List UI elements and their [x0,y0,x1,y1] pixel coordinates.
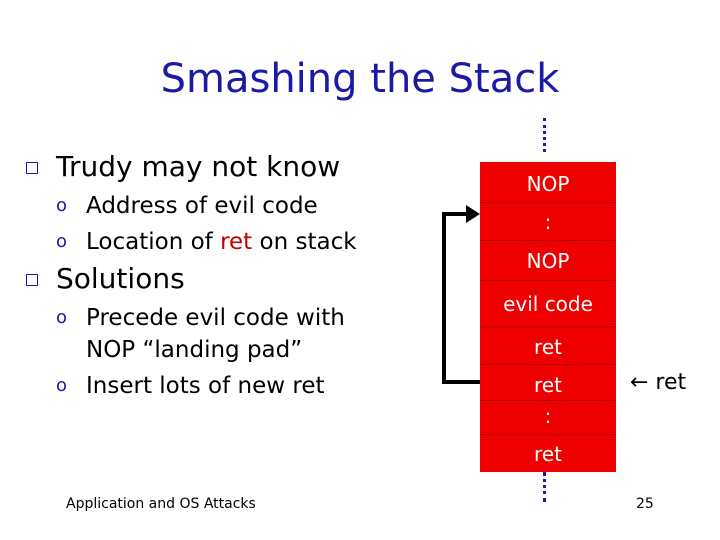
circle-bullet-icon: o [56,375,68,396]
square-bullet-icon [26,162,38,174]
stack-cell-nop: NOP [526,172,570,196]
sub-bullet-insert: o Insert lots of new ret [26,370,446,402]
stack-bottom-dots [543,472,546,502]
arrowhead-icon [466,205,480,223]
stack-diagram: NOP : NOP evil code ret ret : ret [480,162,616,472]
stack-cell-ret: ret [480,364,616,400]
stack-cell-dots: : [480,202,616,240]
circle-bullet-icon: o [56,195,68,216]
bullet-list: Trudy may not know o Address of evil cod… [26,150,446,406]
stack-cell-dots: : [480,400,616,434]
sub-bullet-location: o Location of ret on stack [26,226,446,258]
stack-cell-ret: ret [480,434,616,472]
bullet-trudy: Trudy may not know [26,150,446,184]
footer-text: Application and OS Attacks [66,496,256,512]
arrow-segment [442,212,446,384]
stack-cell-evil-code: evil code [480,280,616,326]
square-bullet-icon [26,274,38,286]
arrow-segment [442,380,480,384]
bullet-solutions: Solutions [26,262,446,296]
arrow-segment [442,212,468,216]
ret-keyword: ret [292,373,325,399]
stack-top-dots [543,118,546,152]
ret-keyword: ret [220,229,253,255]
circle-bullet-icon: o [56,231,68,252]
ret-pointer-label: ← ret [630,370,687,395]
stack-cell-nop: NOP [480,240,616,280]
page-number: 25 [636,496,654,512]
stack-cell-ret: ret [480,326,616,364]
sub-bullet-address: o Address of evil code [26,190,446,222]
circle-bullet-icon: o [56,307,68,328]
slide-title: Smashing the Stack [160,56,560,102]
sub-bullet-nop: o Precede evil code with NOP “landing pa… [26,302,386,366]
